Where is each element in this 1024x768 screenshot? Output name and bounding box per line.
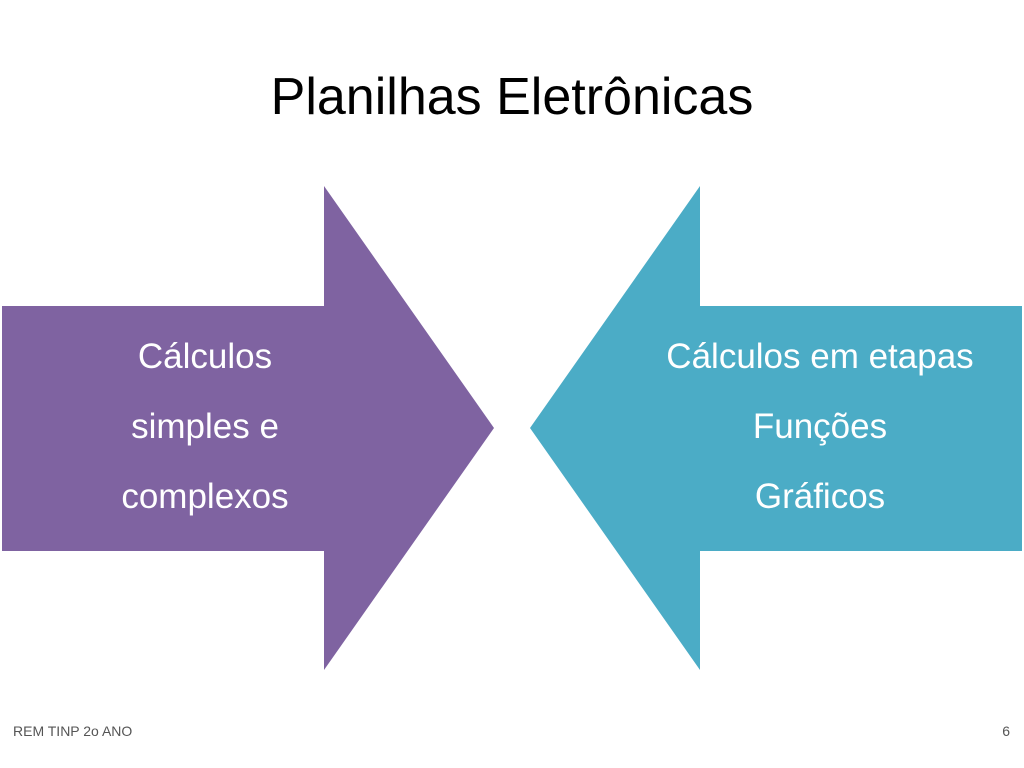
left-arrow-line-3: complexos — [121, 477, 289, 516]
right-arrow-line-3: Gráficos — [754, 477, 886, 516]
left-arrow-line-1: Cálculos — [137, 337, 273, 376]
right-arrow-text: Cálculos em etapas Funções Gráficos — [620, 322, 1020, 532]
left-arrow-text: Cálculos simples e complexos — [60, 322, 350, 532]
left-arrow-shape — [2, 186, 494, 670]
footer-text: REM TINP 2o ANO — [13, 723, 133, 739]
right-arrow-line-2: Funções — [752, 407, 888, 446]
slide-number: 6 — [1002, 723, 1010, 739]
right-arrow-line-1: Cálculos em etapas — [666, 337, 974, 376]
left-arrow-line-2: simples e — [131, 407, 279, 446]
slide-title: Planilhas Eletrônicas — [270, 68, 754, 126]
right-arrow-shape — [530, 186, 1022, 670]
